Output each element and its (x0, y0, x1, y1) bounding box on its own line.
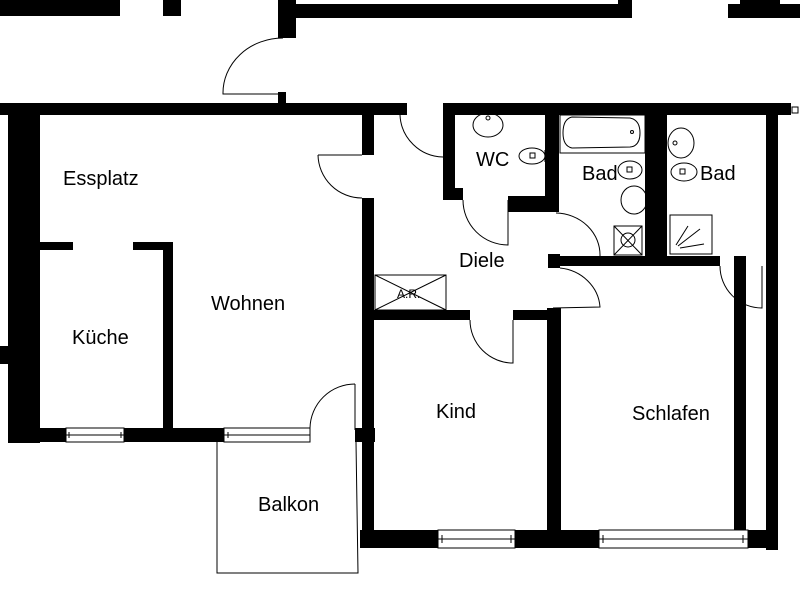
room-label-balkon: Balkon (258, 494, 320, 516)
sink-icon (620, 185, 648, 215)
room-label-wc: WC (476, 149, 510, 171)
windows (65, 427, 749, 549)
window-schlafen (598, 529, 749, 549)
room-label-ar: A.R. (397, 287, 421, 301)
sink-icon (667, 127, 695, 159)
window-wohnen (223, 427, 311, 443)
bathtub-icon (559, 114, 646, 154)
room-label-schlafen: Schlafen (632, 403, 710, 425)
window-kueche (65, 427, 125, 443)
room-label-diele: Diele (459, 250, 505, 272)
toilet-icon (670, 162, 698, 182)
fixtures (472, 106, 799, 256)
storage-ar (374, 274, 447, 311)
door-swings (309, 114, 763, 429)
outer-walls (0, 103, 791, 550)
window-kind (437, 529, 516, 549)
entry-door (222, 37, 284, 95)
room-label-bad-1: Bad (582, 163, 618, 185)
shower-icon (613, 225, 643, 256)
sink-icon (472, 112, 504, 138)
shower-icon (669, 214, 713, 255)
room-label-wohnen: Wohnen (211, 293, 286, 315)
upper-walls (0, 0, 800, 104)
toilet-icon (518, 147, 546, 165)
room-label-bad-2: Bad (700, 163, 736, 185)
room-label-kueche: Küche (72, 327, 129, 349)
room-label-essplatz: Essplatz (63, 168, 139, 190)
toilet-icon (617, 160, 643, 180)
room-label-kind: Kind (436, 401, 477, 423)
interior-walls (40, 103, 720, 548)
balcony-outline (216, 384, 359, 574)
